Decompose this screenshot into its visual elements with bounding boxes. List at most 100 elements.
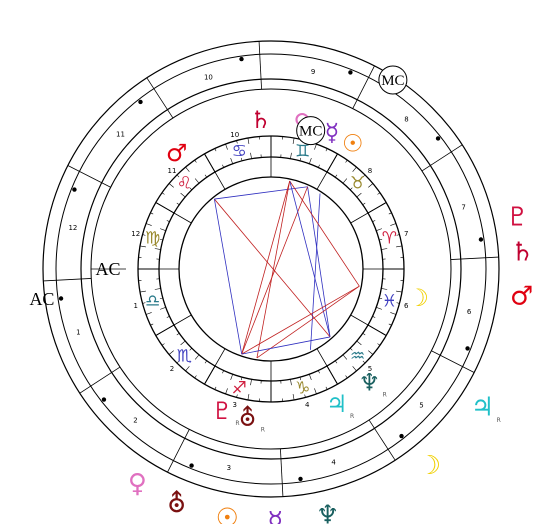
inner-house-number: 7 <box>404 230 408 238</box>
house-cusps: 123456789101112123456789101112 <box>43 41 499 497</box>
degree-tick <box>362 202 366 206</box>
retrograde-marker: R <box>497 417 501 424</box>
aquarius-icon: ♒ <box>350 347 365 367</box>
degree-tick <box>176 174 180 178</box>
ring-core <box>178 176 364 362</box>
house-marker <box>348 70 353 75</box>
outer-house-cusp <box>450 256 499 260</box>
inner-mc-circle <box>296 116 326 146</box>
degree-tick <box>334 360 338 364</box>
outer-mc-label: MC <box>381 73 404 89</box>
degree-tick <box>396 234 400 236</box>
outer-house-number: 11 <box>116 131 125 139</box>
outer-house-number: 8 <box>404 116 408 124</box>
degree-tick <box>379 238 383 241</box>
degree-tick <box>356 340 362 346</box>
retrograde-marker: R <box>350 413 354 420</box>
outer-house-cusp <box>421 144 463 172</box>
house-marker <box>72 187 77 192</box>
virgo-icon: ♍ <box>145 228 160 248</box>
degree-tick <box>154 248 161 250</box>
inner-house-number: 11 <box>168 167 177 175</box>
degree-tick <box>139 245 146 248</box>
inner-sun-icon: ☉ <box>342 130 364 158</box>
degree-tick <box>390 312 397 315</box>
outer-jupiter-icon: ♃ <box>471 392 494 422</box>
inner-house-cusp <box>316 153 338 190</box>
degree-tick <box>230 374 233 380</box>
degree-tick <box>292 137 295 144</box>
inner-house-number: 10 <box>230 131 239 139</box>
degree-tick <box>139 290 146 293</box>
degree-tick <box>150 212 154 215</box>
degree-tick <box>189 347 193 351</box>
outer-house-number: 6 <box>467 308 472 316</box>
house-marker <box>239 56 244 62</box>
degree-tick <box>388 212 392 215</box>
inner-house-number: 4 <box>305 401 310 409</box>
outer-sun-icon: ☉ <box>216 503 239 524</box>
degree-tick <box>372 316 376 318</box>
degree-tick <box>325 148 328 152</box>
inner-house-number: 8 <box>368 167 372 175</box>
outer-house-number: 3 <box>227 464 231 472</box>
degree-tick <box>166 220 170 222</box>
aspect-line <box>289 180 360 287</box>
degree-tick <box>225 143 228 150</box>
degree-tick <box>247 137 250 144</box>
degree-tick <box>377 343 381 346</box>
degree-tick <box>368 350 374 355</box>
degree-tick <box>352 366 357 372</box>
house-marker <box>399 433 404 439</box>
aspect-line <box>256 285 360 359</box>
degree-tick <box>204 174 208 178</box>
degree-tick <box>240 157 243 161</box>
pisces-icon: ♓ <box>382 292 397 312</box>
degree-tick <box>381 288 388 290</box>
degree-tick <box>318 164 320 168</box>
taurus-icon: ♉ <box>350 173 365 193</box>
degree-tick <box>247 394 250 401</box>
inner-house-cusp <box>316 348 338 385</box>
degree-tick <box>356 192 362 198</box>
degree-tick <box>159 297 163 300</box>
inner-house-number: 1 <box>134 302 138 310</box>
house-marker <box>101 397 107 402</box>
degree-tick <box>142 302 146 304</box>
degree-tick <box>379 297 383 300</box>
inner-house-number: 5 <box>368 365 372 373</box>
outer-house-number: 9 <box>311 68 315 76</box>
degree-tick <box>376 228 382 231</box>
cancer-icon: ♋ <box>232 142 247 162</box>
degree-tick <box>161 192 165 195</box>
scorpio-icon: ♏ <box>177 347 192 367</box>
house-marker <box>138 99 143 105</box>
outer-house-number: 2 <box>133 416 137 424</box>
inner-house-cusp <box>204 348 226 385</box>
inner-house-cusp <box>350 314 387 336</box>
outer-house-cusp <box>146 77 174 119</box>
inner-pluto-icon: ♇ <box>211 397 233 425</box>
ring-outerInner <box>55 53 487 485</box>
libra-icon: ♎ <box>145 292 160 312</box>
aspect-line <box>307 186 331 337</box>
house-marker <box>478 237 484 242</box>
degree-tick <box>159 238 163 241</box>
outer-house-cusp <box>258 41 262 90</box>
outer-house-number: 4 <box>331 459 336 467</box>
degree-tick <box>377 192 381 195</box>
outer-house-cusp <box>79 366 121 394</box>
degree-tick <box>204 360 208 364</box>
outer-mc-circle <box>378 65 408 95</box>
degree-tick <box>166 316 170 318</box>
aspect-lines <box>213 180 360 359</box>
inner-mercury-icon: ☿ <box>325 118 340 146</box>
outer-house-number: 10 <box>204 73 213 81</box>
outer-venus-icon: ♀ <box>128 469 147 499</box>
degree-tick <box>189 187 193 191</box>
degree-tick <box>194 178 200 184</box>
outer-neptune-icon: ♆ <box>316 501 339 524</box>
outer-pluto-icon: ♇ <box>506 203 529 233</box>
degree-tick <box>352 166 357 172</box>
